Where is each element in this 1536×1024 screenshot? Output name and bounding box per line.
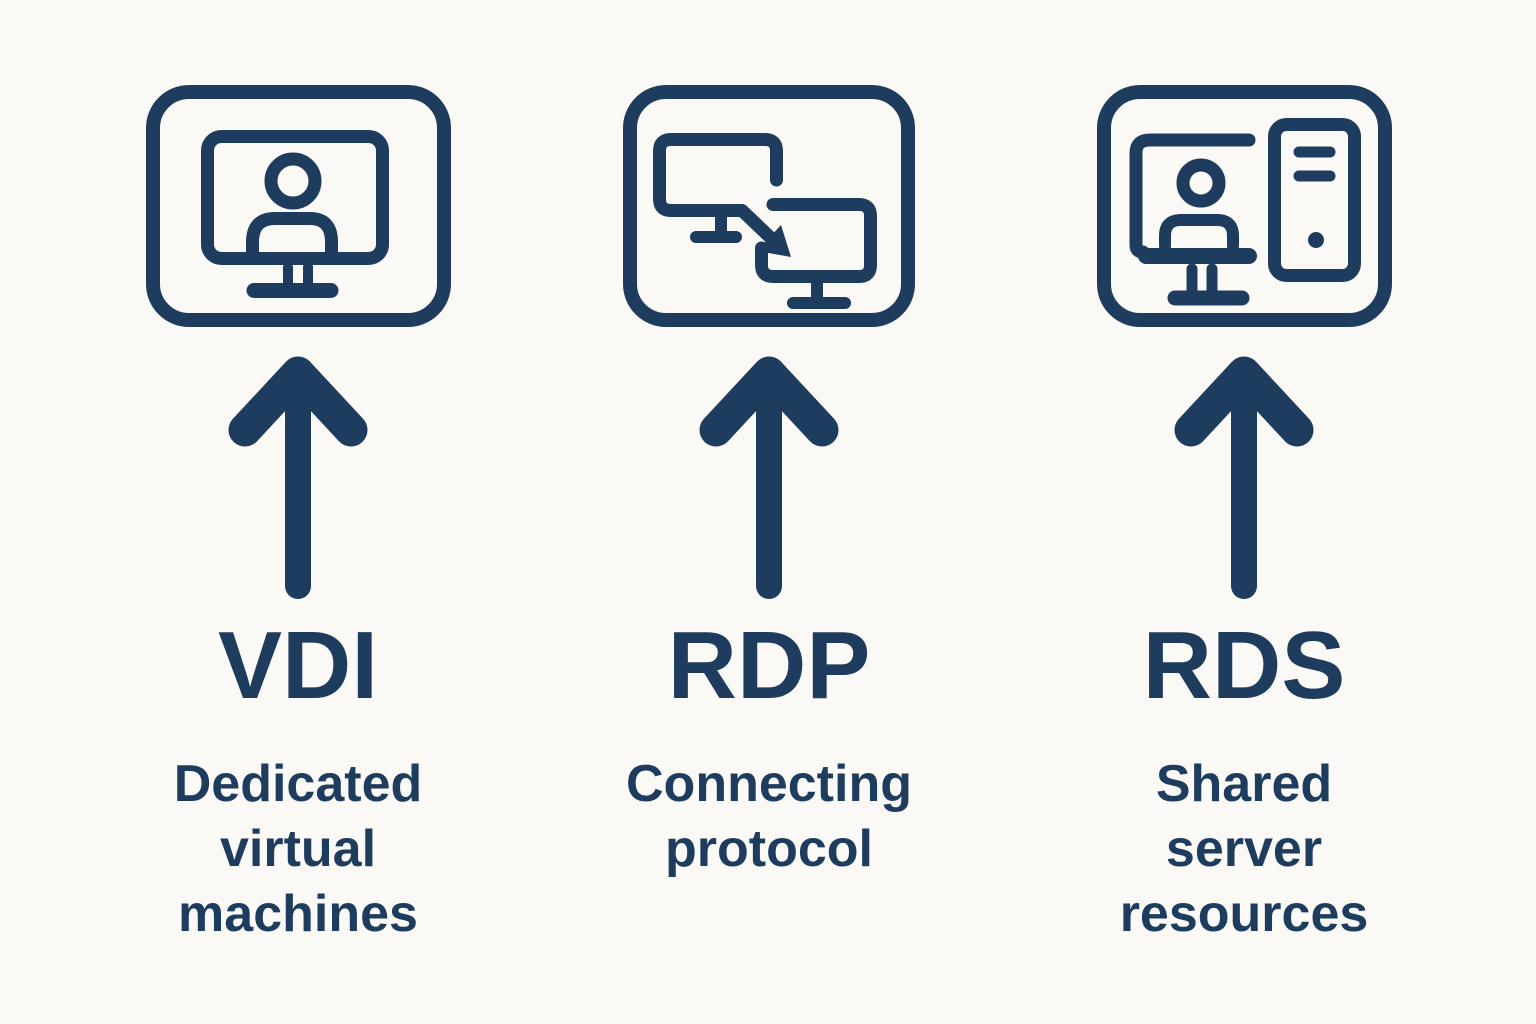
up-arrow-icon: [228, 350, 368, 610]
column-rds: RDS Shared server resources: [1074, 0, 1414, 1024]
column-vdi: VDI Dedicated virtual machines: [128, 0, 468, 1024]
up-arrow-icon: [1174, 350, 1314, 610]
desktop-server-icon: [1096, 85, 1392, 327]
up-arrow-icon: [699, 350, 839, 610]
column-rdp: RDP Connecting protocol: [599, 0, 939, 1024]
acronym-label: RDP: [667, 612, 871, 719]
remote-connection-icon: [623, 85, 915, 327]
description-label: Dedicated virtual machines: [173, 755, 423, 943]
desktop-user-icon: [145, 85, 451, 327]
description-label: Shared server resources: [1119, 755, 1369, 943]
description-label: Connecting protocol: [626, 755, 912, 878]
acronym-label: VDI: [217, 612, 379, 719]
acronym-label: RDS: [1142, 612, 1346, 719]
